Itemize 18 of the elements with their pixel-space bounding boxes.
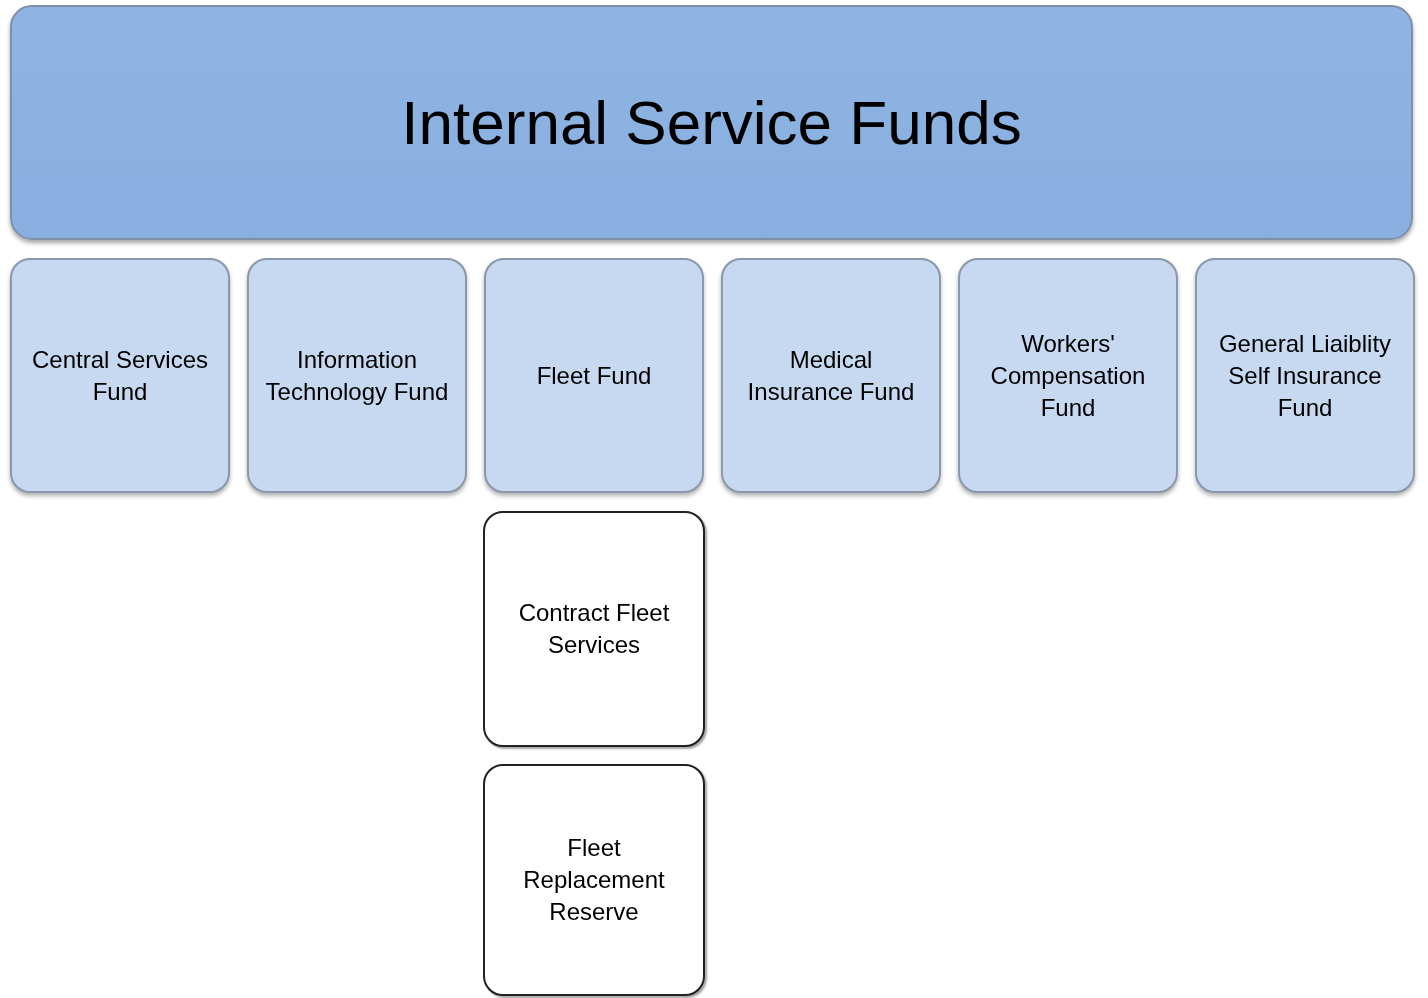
- node-label: Fleet Replacement Reserve: [522, 833, 666, 927]
- node-label: Information Technology Fund: [264, 344, 450, 407]
- fund-box: [1195, 258, 1415, 493]
- node-label: Medical Insurance Fund: [746, 344, 916, 407]
- fund-box: [247, 258, 467, 493]
- fund-box: [958, 258, 1178, 493]
- sub-fund-box: [483, 511, 705, 747]
- node-label: Fleet Fund: [535, 360, 653, 391]
- sub-fund-box: [483, 764, 705, 996]
- node-label: Workers' Compensation Fund: [989, 328, 1147, 423]
- node-label: Central Services Fund: [30, 344, 210, 407]
- node-label: General Liaiblity Self Insurance Fund: [1217, 328, 1393, 423]
- node-label: Internal Service Funds: [401, 86, 1022, 159]
- fund-box: [721, 258, 941, 493]
- title-box: [10, 5, 1413, 240]
- fund-box: [484, 258, 704, 493]
- fund-box: [10, 258, 230, 493]
- node-label: Contract Fleet Services: [517, 598, 671, 660]
